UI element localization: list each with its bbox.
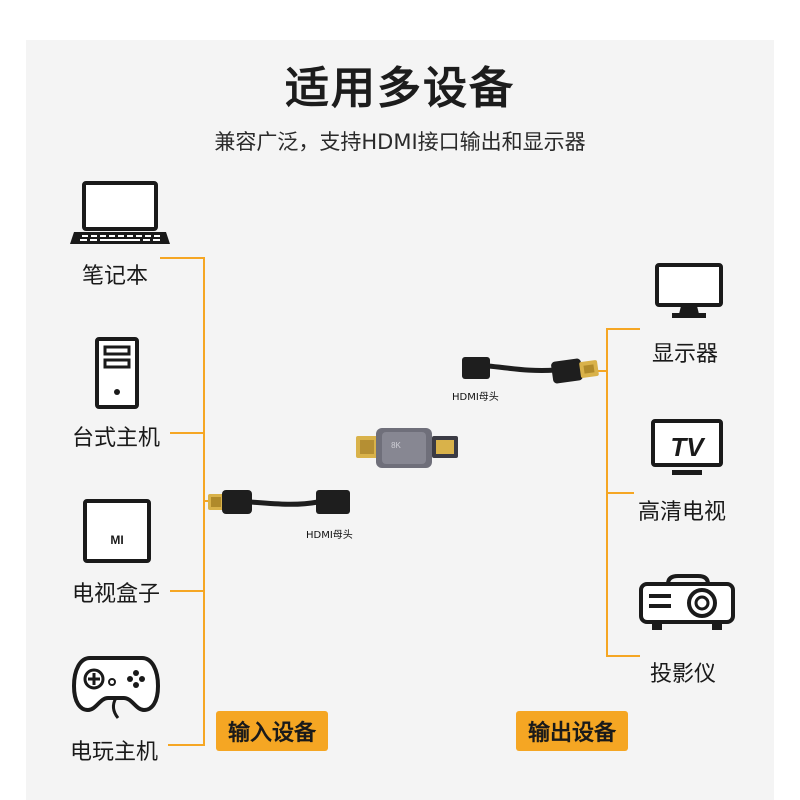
hdmi-adapter: 8K	[356, 428, 458, 468]
svg-text:MI: MI	[110, 533, 123, 547]
svg-text:TV: TV	[670, 432, 706, 462]
output-device-label-monitor: 显示器	[652, 342, 719, 367]
input-bracket-tick-3	[170, 590, 204, 592]
page-subtitle: 兼容广泛，支持HDMI接口输出和显示器	[214, 130, 586, 154]
page-title: 适用多设备	[285, 63, 515, 114]
tv-box-icon: MI	[83, 499, 151, 563]
monitor-icon	[655, 263, 723, 318]
desktop-tower-icon	[95, 337, 139, 409]
projector-icon	[639, 574, 735, 630]
input-bracket-tick-1	[160, 257, 204, 259]
output-device-label-tv: 高清电视	[638, 500, 727, 525]
input-bracket-tick-2	[170, 432, 204, 434]
input-bracket-tick-4	[168, 744, 204, 746]
output-bracket-tick-1	[606, 328, 640, 330]
input-bracket-connector	[203, 500, 211, 502]
tv-icon: TV	[651, 419, 723, 475]
svg-text:8K: 8K	[391, 441, 401, 450]
output-bracket-tick-2	[606, 492, 634, 494]
input-devices-badge: 输入设备	[216, 711, 329, 751]
hdmi-female-label-top: HDMI母头	[452, 392, 499, 403]
output-device-label-projector: 投影仪	[650, 662, 717, 687]
output-bracket-tick-3	[606, 655, 640, 657]
hdmi-cable-top	[462, 357, 599, 384]
input-device-label-laptop: 笔记本	[82, 264, 149, 289]
output-devices-badge: 输出设备	[516, 711, 629, 751]
input-device-label-console: 电玩主机	[70, 740, 159, 765]
hdmi-female-label-bottom: HDMI母头	[306, 530, 353, 541]
input-device-label-tvbox: 电视盒子	[72, 582, 161, 607]
input-device-label-desktop: 台式主机	[72, 426, 161, 451]
output-bracket-connector	[598, 370, 608, 372]
gamepad-icon	[71, 656, 161, 719]
laptop-icon	[70, 181, 170, 244]
hdmi-cable-bottom	[208, 490, 350, 514]
